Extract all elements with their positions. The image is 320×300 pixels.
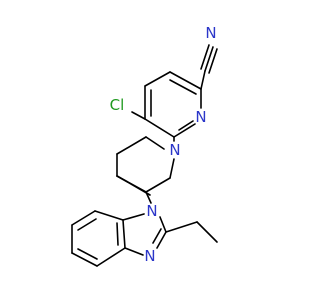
- piperidine-nitrogen-label: N: [169, 141, 180, 159]
- pyridine-nitrogen-label: N: [195, 108, 206, 126]
- nitrile-group: [200, 44, 218, 90]
- piperidine-benzimidazole-bond: [145, 191, 152, 204]
- nitrile-nitrogen-label: N: [205, 24, 216, 42]
- molecule-structure: N Cl N N N N: [71, 24, 218, 267]
- benzene-ring: [71, 210, 126, 267]
- ethyl-group: [165, 221, 218, 243]
- piperidine-ring: [116, 136, 175, 196]
- benzimidazole-n3-label: N: [144, 247, 155, 265]
- benzimidazole-n1-label: N: [146, 202, 157, 220]
- chlorine-label: Cl: [110, 96, 125, 114]
- chloro-substituent: [131, 111, 146, 120]
- imidazole-ring: [122, 213, 167, 256]
- pyridine-ring: [144, 71, 202, 138]
